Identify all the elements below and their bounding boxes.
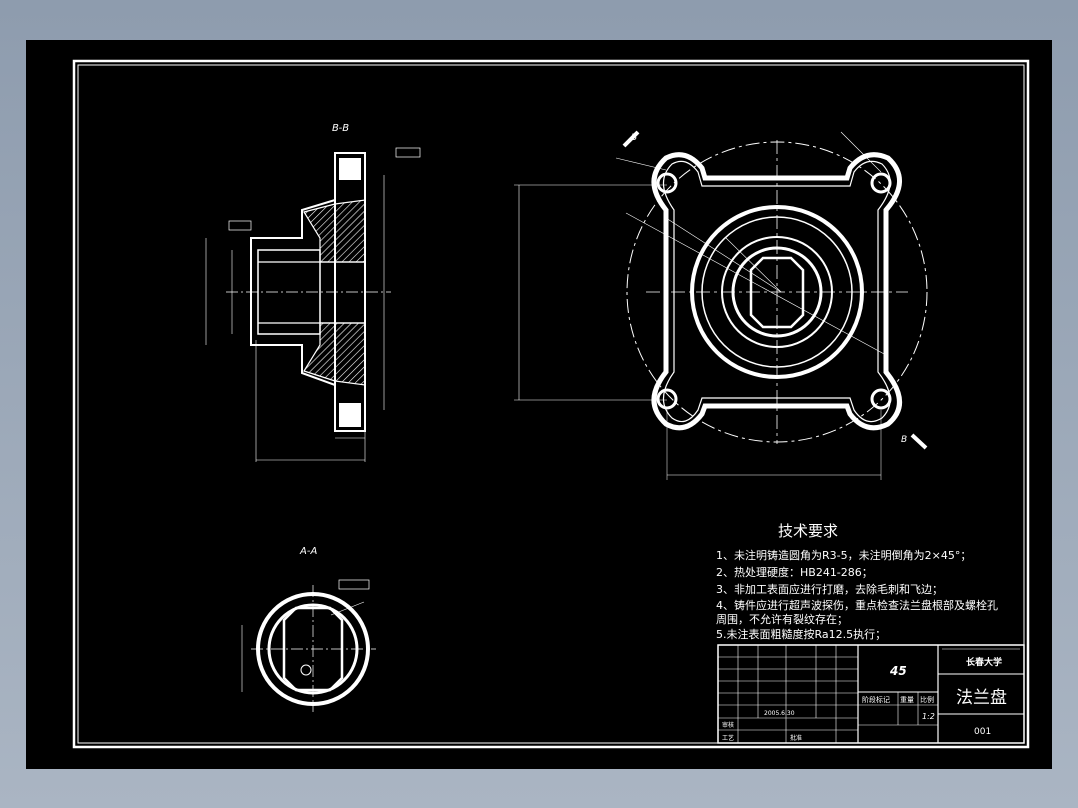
review-label: 审核 xyxy=(722,721,734,729)
tech-req-item-1: 1、未注明铸造圆角为R3-5，未注明倒角为2×45°； xyxy=(716,548,971,562)
cad-viewport[interactable]: B-B xyxy=(26,40,1052,769)
drawing-border-outer xyxy=(72,59,1030,749)
drawing-number: 001 xyxy=(974,727,991,737)
flange-drawing: B-B xyxy=(72,59,1030,749)
weight-label: 重量 xyxy=(900,696,914,704)
stage-mark-label: 阶段标记 xyxy=(862,695,890,704)
tech-req-item-4: 4、铸件应进行超声波探伤，重点检查法兰盘根部及螺栓孔 xyxy=(716,598,998,612)
date-value: 2005.6.30 xyxy=(764,710,795,717)
tech-req-item-2: 2、热处理硬度：HB241-286； xyxy=(716,565,873,579)
school-name: 长春大学 xyxy=(966,656,1002,668)
cut-marker-top: B xyxy=(631,133,637,143)
scale-value: 1:2 xyxy=(922,712,935,721)
front-view: B B xyxy=(514,130,928,480)
process-label: 工艺 xyxy=(722,734,734,742)
scale-label: 比例 xyxy=(920,695,934,704)
section-a-label: A-A xyxy=(299,546,317,557)
part-name: 法兰盘 xyxy=(956,688,1007,708)
cut-marker-bottom: B xyxy=(901,435,907,445)
title-block: 45 长春大学 法兰盘 001 阶段标记 重量 比例 1:2 2005.6.30… xyxy=(717,644,1025,744)
section-view-b: B-B xyxy=(205,123,421,462)
approve-label: 批准 xyxy=(790,734,802,742)
section-b-label: B-B xyxy=(332,123,349,134)
material-value: 45 xyxy=(889,664,907,678)
tech-req-item-5: 周围，不允许有裂纹存在； xyxy=(716,612,848,626)
tech-req-item-6: 5.未注表面粗糙度按Ra12.5执行； xyxy=(716,627,886,641)
drawing-border-inner xyxy=(77,64,1025,744)
technical-requirements: 技术要求 1、未注明铸造圆角为R3-5，未注明倒角为2×45°； 2、热处理硬度… xyxy=(716,522,998,641)
tech-req-item-3: 3、非加工表面应进行打磨，去除毛刺和飞边； xyxy=(716,582,943,596)
tech-req-heading: 技术要求 xyxy=(778,522,838,540)
section-view-a: A-A xyxy=(241,546,376,712)
